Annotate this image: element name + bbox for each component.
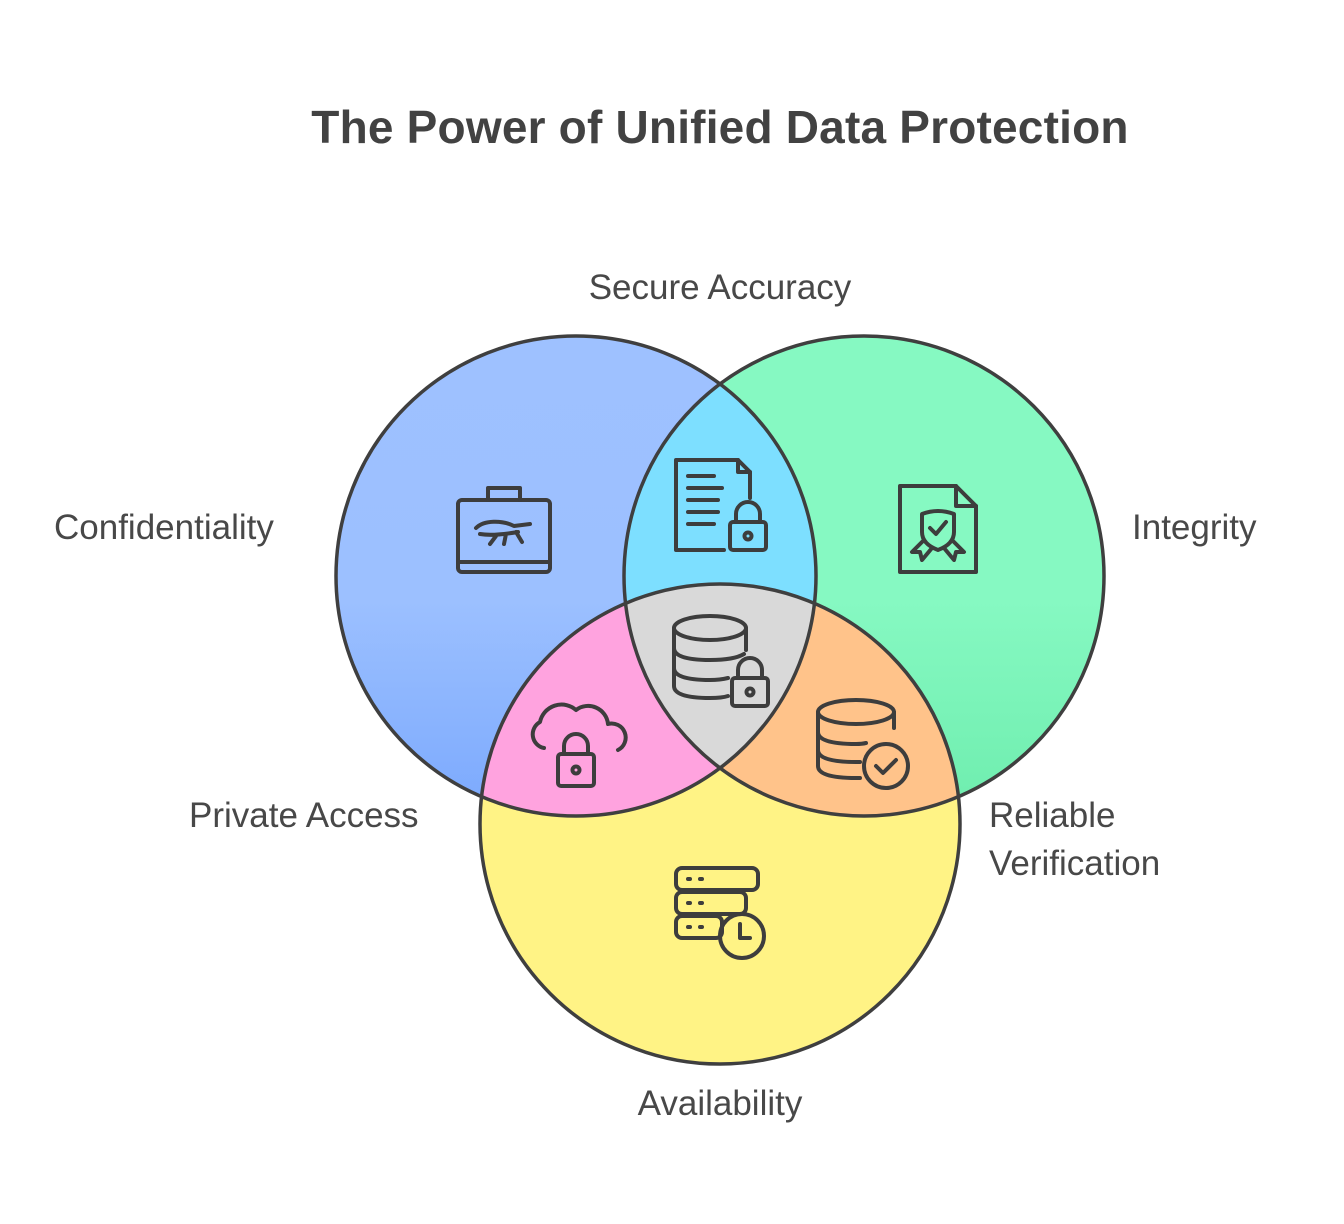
certificate-document-icon xyxy=(898,484,978,574)
page-title-text: The Power of Unified Data Protection xyxy=(311,101,1129,153)
region-private-access xyxy=(480,584,816,816)
database-lock-icon xyxy=(672,614,770,708)
briefcase-icon xyxy=(456,486,552,574)
cloud-lock-icon xyxy=(530,702,628,788)
outline-confidentiality xyxy=(334,334,818,818)
label-reliable-verification: Reliable Verification xyxy=(989,792,1160,888)
server-clock-icon xyxy=(674,866,766,960)
locked-document-icon xyxy=(674,458,768,552)
label-availability: Availability xyxy=(637,1084,803,1123)
region-reliable-verification xyxy=(624,584,960,816)
page-title: The Power of Unified Data Protection xyxy=(0,100,1344,154)
label-private-access: Private Access xyxy=(189,796,419,835)
label-integrity: Integrity xyxy=(1132,508,1257,547)
label-reliable-line1: Reliable xyxy=(989,796,1116,835)
outline-integrity xyxy=(622,334,1106,818)
outline-availability xyxy=(478,582,962,1066)
label-secure-accuracy: Secure Accuracy xyxy=(588,268,852,307)
label-reliable-line2: Verification xyxy=(989,844,1161,883)
database-check-icon xyxy=(816,698,910,790)
label-confidentiality: Confidentiality xyxy=(54,508,274,547)
